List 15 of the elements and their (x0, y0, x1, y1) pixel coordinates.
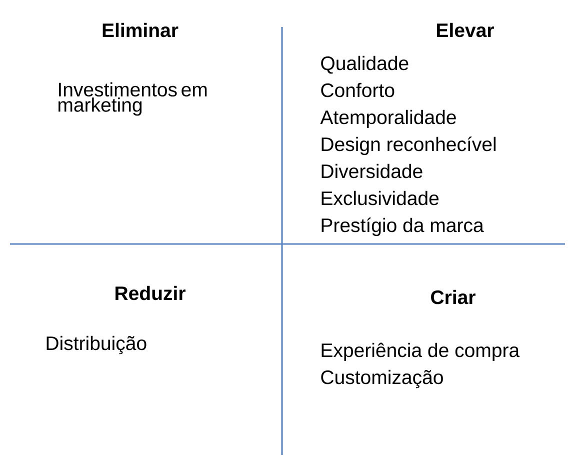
quadrant-heading: Reduzir (116, 286, 186, 300)
list-item: Qualidade (321, 56, 408, 74)
list-item: Experiência de compra (322, 342, 520, 362)
list-item: Prestígio da marca (322, 218, 484, 236)
quadrant-heading: Criar (431, 290, 476, 304)
list-item: Conforto (321, 82, 394, 98)
list-item: Atemporalidade (320, 110, 456, 128)
list-item: Diversidade (322, 164, 422, 178)
list-item: Distribuição (46, 336, 146, 354)
list-item: Exclusividade (322, 190, 439, 206)
note-text: Investimentos em marketing (58, 82, 207, 116)
quadrant-heading: Elevar (437, 22, 494, 38)
quadrant-heading: Eliminar (102, 22, 178, 38)
list-item: Design reconhecível (322, 136, 496, 156)
list-item: Customização (321, 370, 443, 388)
